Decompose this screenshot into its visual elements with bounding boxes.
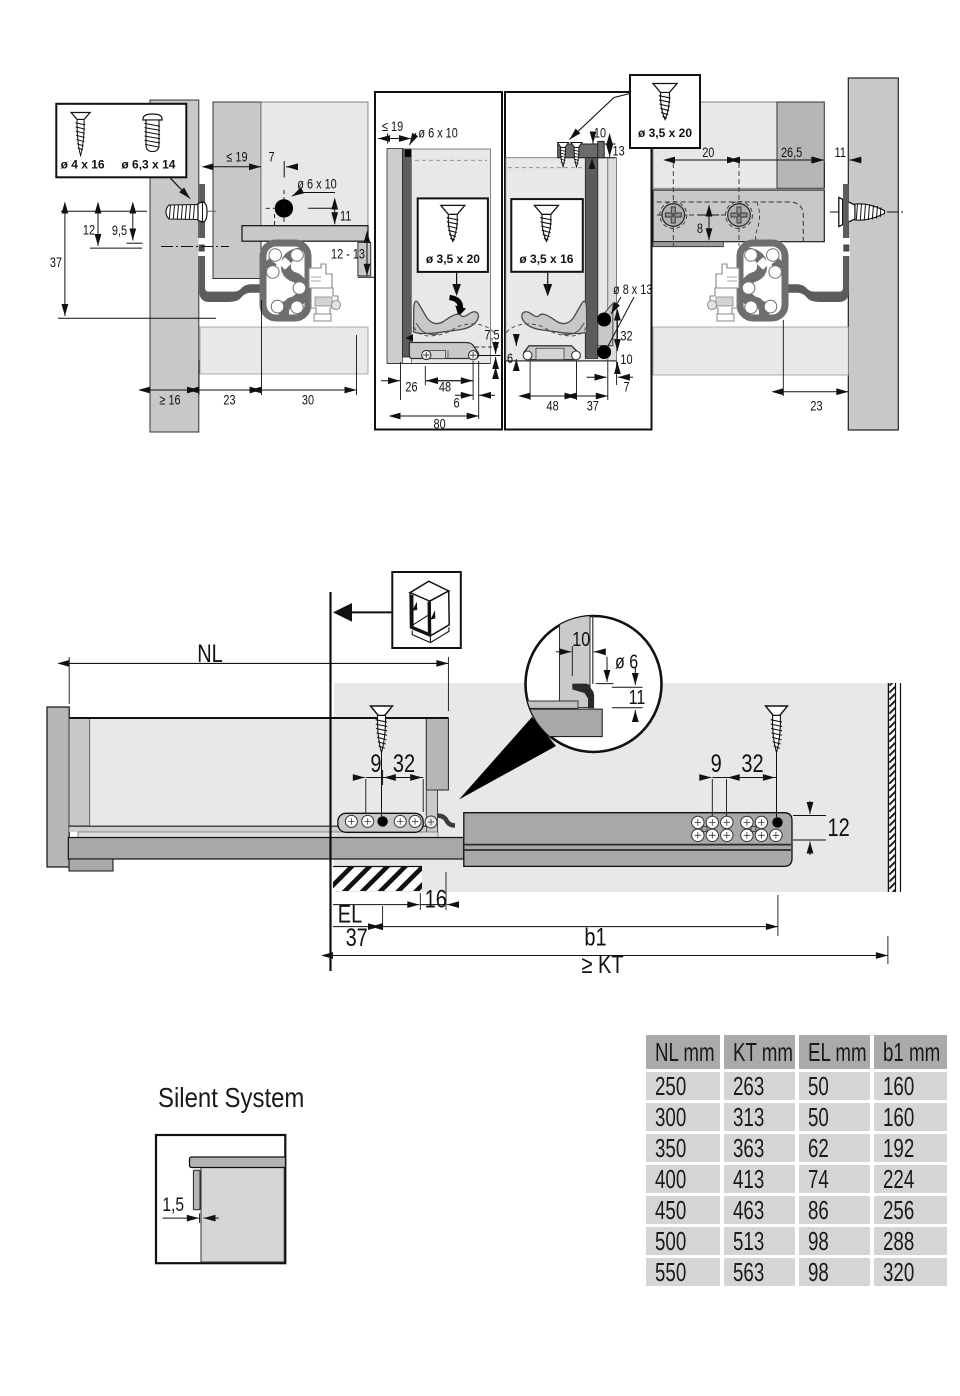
svg-text:37: 37: [50, 255, 62, 271]
svg-text:ø 6: ø 6: [615, 651, 638, 673]
svg-text:6: 6: [453, 395, 459, 411]
svg-text:ø 6,3 x 14: ø 6,3 x 14: [121, 158, 175, 172]
svg-text:48: 48: [439, 379, 451, 395]
svg-text:12: 12: [828, 814, 850, 842]
svg-text:ø 6 x 10: ø 6 x 10: [418, 125, 457, 141]
svg-text:11: 11: [835, 145, 846, 161]
svg-text:b1: b1: [584, 923, 606, 951]
svg-text:ø 3,5 x 16: ø 3,5 x 16: [519, 252, 573, 266]
svg-text:≤ 19: ≤ 19: [382, 119, 403, 135]
svg-text:6: 6: [507, 351, 513, 367]
svg-text:23: 23: [810, 398, 822, 414]
svg-text:9: 9: [370, 750, 381, 778]
svg-text:9,5: 9,5: [112, 223, 127, 239]
svg-text:11: 11: [629, 686, 646, 708]
svg-text:13: 13: [613, 143, 625, 159]
svg-text:≥ KT: ≥ KT: [581, 951, 623, 979]
svg-text:26: 26: [405, 379, 417, 395]
svg-text:8: 8: [697, 221, 703, 237]
svg-text:12 - 13: 12 - 13: [331, 246, 365, 262]
svg-text:≥ 16: ≥ 16: [159, 392, 180, 408]
svg-text:26,5: 26,5: [781, 145, 802, 161]
svg-text:10: 10: [594, 125, 606, 141]
svg-text:ø 4 x 16: ø 4 x 16: [61, 158, 105, 172]
svg-text:7: 7: [268, 149, 274, 165]
svg-text:80: 80: [434, 416, 446, 432]
svg-text:16: 16: [425, 885, 447, 913]
svg-text:ø 8 x 13: ø 8 x 13: [613, 282, 652, 298]
svg-text:9: 9: [711, 750, 722, 778]
svg-text:30: 30: [302, 392, 314, 408]
svg-text:NL: NL: [197, 640, 223, 668]
svg-text:48: 48: [547, 398, 559, 414]
svg-text:1,5: 1,5: [162, 1194, 184, 1216]
svg-text:≤ 19: ≤ 19: [226, 149, 247, 165]
svg-text:37: 37: [346, 924, 368, 952]
svg-text:12: 12: [83, 222, 95, 238]
svg-text:10: 10: [620, 352, 632, 368]
svg-text:10: 10: [572, 628, 590, 650]
svg-text:ø 3,5 x 20: ø 3,5 x 20: [638, 126, 692, 140]
svg-text:ø 6 x 10: ø 6 x 10: [297, 176, 336, 192]
svg-text:37: 37: [587, 398, 599, 414]
svg-text:ø 3,5 x 20: ø 3,5 x 20: [426, 252, 480, 266]
svg-text:32: 32: [741, 750, 763, 778]
svg-text:20: 20: [702, 145, 714, 161]
svg-text:7: 7: [624, 379, 630, 395]
svg-text:7,5: 7,5: [484, 327, 499, 343]
svg-text:32: 32: [393, 750, 415, 778]
svg-text:23: 23: [223, 392, 235, 408]
svg-text:11: 11: [340, 208, 351, 224]
svg-text:32: 32: [620, 328, 632, 344]
svg-text:EL: EL: [338, 900, 362, 928]
